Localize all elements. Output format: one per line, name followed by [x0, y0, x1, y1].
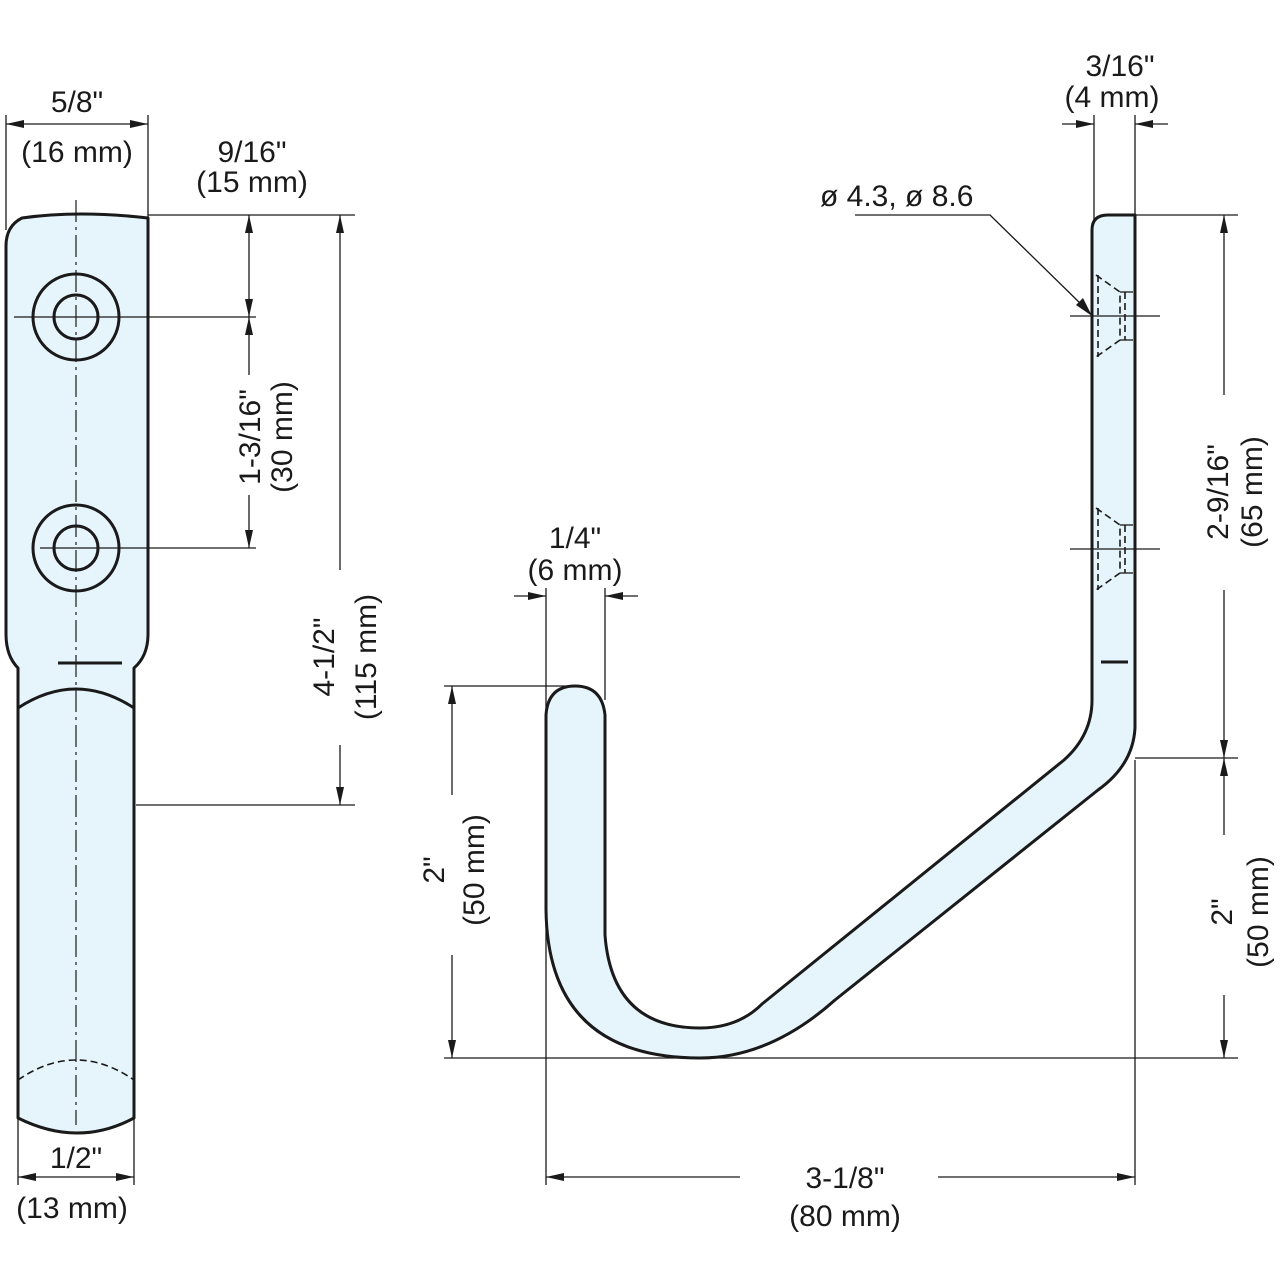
flat-length-imperial: 2-9/16": [1202, 444, 1235, 540]
lower-height-imperial: 2": [1206, 898, 1239, 925]
width-top-metric: (16 mm): [21, 136, 133, 169]
arrowhead: [245, 530, 253, 548]
arrowhead: [336, 787, 344, 805]
arrowhead: [1220, 740, 1228, 758]
lower-countersink-hidden: [1095, 507, 1121, 591]
width-bottom-imperial: 1/2": [50, 1142, 102, 1175]
arrowhead: [18, 1173, 36, 1181]
arrowhead: [1220, 758, 1228, 776]
hook-height-metric: (50 mm): [458, 814, 491, 926]
arrowhead: [605, 592, 623, 600]
arrowhead: [245, 215, 253, 233]
side-view-rod-top: [17, 687, 135, 710]
thickness-imperial: 3/16": [1085, 50, 1154, 83]
arrowhead: [448, 1040, 456, 1058]
arrowhead: [1076, 298, 1092, 316]
top-to-hole-imperial: 9/16": [217, 136, 286, 169]
hole-spacing-imperial: 1-3/16": [234, 389, 267, 485]
top-to-hole-metric: (15 mm): [196, 166, 308, 199]
arrowhead: [528, 592, 546, 600]
arrowhead: [1076, 120, 1094, 128]
arrowhead: [245, 317, 253, 335]
upper-countersink-hidden: [1095, 274, 1121, 358]
arrowhead: [6, 120, 24, 128]
side-view-rod-end-hidden: [17, 1059, 135, 1081]
overall-width-metric: (80 mm): [789, 1200, 901, 1233]
hole-spec-label: ø 4.3, ø 8.6: [820, 180, 973, 213]
arrowhead: [1135, 120, 1153, 128]
front-view: 3/16" (4 mm) ø 4.3, ø 8.6 2-9/16" (65 mm…: [418, 50, 1275, 1233]
side-view-body: [4, 212, 150, 1135]
arrowhead: [546, 1173, 564, 1181]
arrowhead: [336, 215, 344, 233]
flat-length-metric: (65 mm): [1236, 436, 1269, 548]
tip-thickness-imperial: 1/4": [549, 522, 601, 555]
hook-height-imperial: 2": [418, 856, 451, 883]
arrowhead: [448, 686, 456, 704]
arrowhead: [1220, 215, 1228, 233]
arrowhead: [1220, 1040, 1228, 1058]
arrowhead: [130, 120, 148, 128]
hole-spacing-metric: (30 mm): [266, 381, 299, 493]
thickness-metric: (4 mm): [1065, 81, 1160, 114]
hole-callout-leader: [855, 214, 1084, 307]
overall-height-metric: (115 mm): [350, 594, 383, 720]
arrowhead: [1117, 1173, 1135, 1181]
width-bottom-metric: (13 mm): [16, 1192, 128, 1225]
width-top-imperial: 5/8": [51, 86, 103, 119]
hook-body: [544, 213, 1137, 1060]
overall-height-imperial: 4-1/2": [308, 617, 341, 696]
lower-height-metric: (50 mm): [1242, 856, 1275, 968]
side-view: 5/8" (16 mm) 9/16" (15 mm) 1-3/16" (30 m…: [4, 86, 383, 1225]
overall-width-imperial: 3-1/8": [805, 1162, 884, 1195]
arrowhead: [116, 1173, 134, 1181]
tip-thickness-metric: (6 mm): [528, 554, 623, 587]
arrowhead: [245, 299, 253, 317]
